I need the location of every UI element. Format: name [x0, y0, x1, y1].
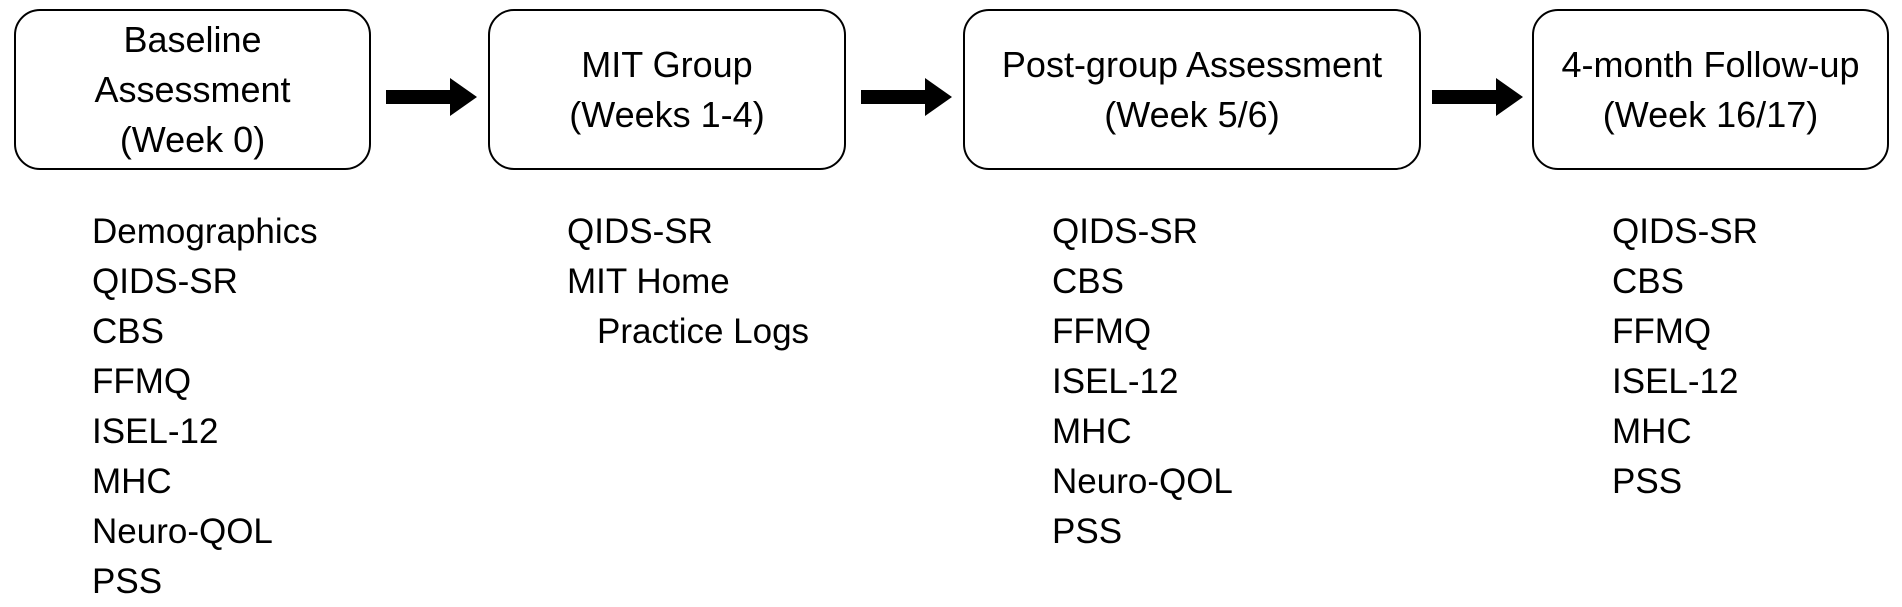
measure-item: ISEL-12 — [1612, 362, 1739, 401]
measure-item: Demographics — [92, 212, 318, 251]
right-arrow-icon — [1432, 78, 1523, 116]
measure-list-baseline: Demographics QIDS-SR CBS FFMQ ISEL-12 MH… — [92, 207, 318, 607]
right-arrow-icon — [861, 78, 952, 116]
measure-item: FFMQ — [1612, 312, 1712, 351]
measure-list-mit-group: QIDS-SR MIT Home Practice Logs — [567, 207, 809, 357]
measure-item: FFMQ — [92, 362, 192, 401]
stage-title-line: Assessment — [94, 68, 291, 110]
measure-item: CBS — [92, 312, 164, 351]
measure-item: CBS — [1612, 262, 1684, 301]
measure-item: QIDS-SR — [92, 262, 238, 301]
stage-title-line: MIT Group — [581, 43, 753, 85]
stage-title-line: (Weeks 1-4) — [569, 93, 765, 135]
stage-title-line: (Week 0) — [119, 118, 266, 160]
stage-box-baseline: Baseline Assessment (Week 0) — [14, 9, 371, 170]
stage-title-line: 4-month Follow-up — [1561, 43, 1860, 85]
measure-item: Practice Logs — [597, 312, 810, 351]
measure-item: FFMQ — [1052, 312, 1152, 351]
stage-title-line: (Week 5/6) — [1104, 93, 1280, 135]
measure-item: PSS — [1612, 462, 1683, 501]
measure-item: MHC — [1612, 412, 1692, 451]
measure-item: Neuro-QOL — [92, 512, 273, 551]
stage-box-mit-group: MIT Group (Weeks 1-4) — [488, 9, 846, 170]
stage-box-post-group: Post-group Assessment (Week 5/6) — [963, 9, 1421, 170]
stage-title-line: Post-group Assessment — [1001, 43, 1383, 85]
right-arrow-icon — [386, 78, 477, 116]
measure-item: Neuro-QOL — [1052, 462, 1233, 501]
measure-item: ISEL-12 — [92, 412, 219, 451]
stage-box-follow-up: 4-month Follow-up (Week 16/17) — [1532, 9, 1889, 170]
measure-item: CBS — [1052, 262, 1124, 301]
measure-item: MHC — [1052, 412, 1132, 451]
measure-item: PSS — [92, 562, 163, 601]
measure-item: MHC — [92, 462, 172, 501]
measure-item: ISEL-12 — [1052, 362, 1179, 401]
measure-list-follow-up: QIDS-SR CBS FFMQ ISEL-12 MHC PSS — [1612, 207, 1758, 507]
measure-item: PSS — [1052, 512, 1123, 551]
stage-title-line: (Week 16/17) — [1602, 93, 1819, 135]
measure-list-post-group: QIDS-SR CBS FFMQ ISEL-12 MHC Neuro-QOL P… — [1052, 207, 1233, 557]
measure-item: QIDS-SR — [1052, 212, 1198, 251]
stage-title-line: Baseline — [123, 18, 262, 60]
measure-item: QIDS-SR — [567, 212, 713, 251]
measure-item: MIT Home — [567, 262, 730, 301]
measure-item: QIDS-SR — [1612, 212, 1758, 251]
